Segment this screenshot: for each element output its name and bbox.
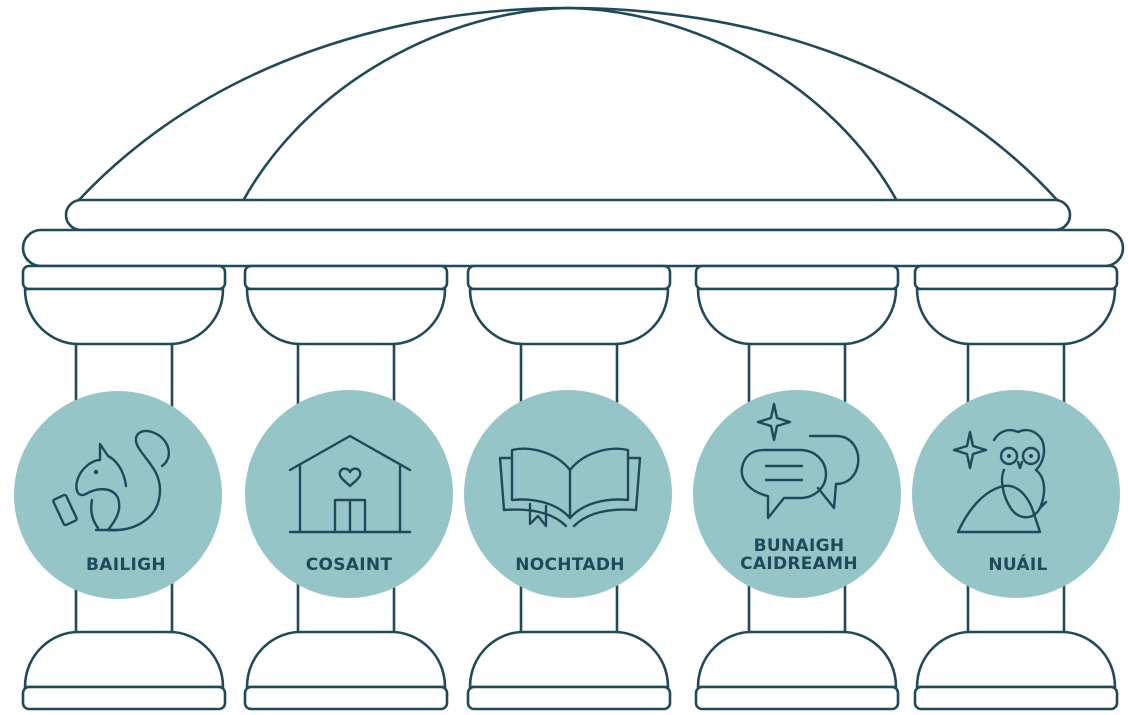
squirrel-icon xyxy=(52,429,171,532)
pillar-label-line-2: CAIDREAMH xyxy=(740,554,858,574)
pillar-disc xyxy=(912,390,1120,598)
pillar-label: BAILIGH xyxy=(86,555,166,575)
pillar-disc xyxy=(464,390,672,598)
pillar-label: COSAINT xyxy=(306,555,393,575)
column-1 xyxy=(21,264,227,711)
column-3 xyxy=(466,264,672,711)
open-book-icon xyxy=(498,447,642,528)
temple-columns xyxy=(21,264,1119,711)
house-heart-icon xyxy=(288,434,412,534)
dome-base-band xyxy=(64,198,1072,232)
pillar-disc xyxy=(693,390,901,598)
pillar-disc xyxy=(14,391,222,599)
pillar-cosaint: COSAINT xyxy=(245,390,453,598)
column-2 xyxy=(243,264,449,711)
pillar-nuail: NUÁIL xyxy=(912,390,1120,598)
pillar-nochtadh: NOCHTADH xyxy=(464,390,672,598)
owl-icon xyxy=(952,428,1048,534)
pillar-bailigh: BAILIGH xyxy=(14,391,222,599)
temple-dome xyxy=(21,6,1125,268)
column-5 xyxy=(913,264,1119,711)
pillar-disc xyxy=(245,390,453,598)
column-4 xyxy=(694,264,900,711)
pillar-bunaigh-caidreamh: BUNAIGH CAIDREAMH xyxy=(693,390,901,598)
pillar-label: NUÁIL xyxy=(988,553,1047,575)
pillar-label: NOCHTADH xyxy=(515,555,625,575)
pillar-label-line-1: BUNAIGH xyxy=(754,536,845,556)
speech-bubbles-icon xyxy=(740,402,860,520)
entablature-band xyxy=(21,228,1125,268)
